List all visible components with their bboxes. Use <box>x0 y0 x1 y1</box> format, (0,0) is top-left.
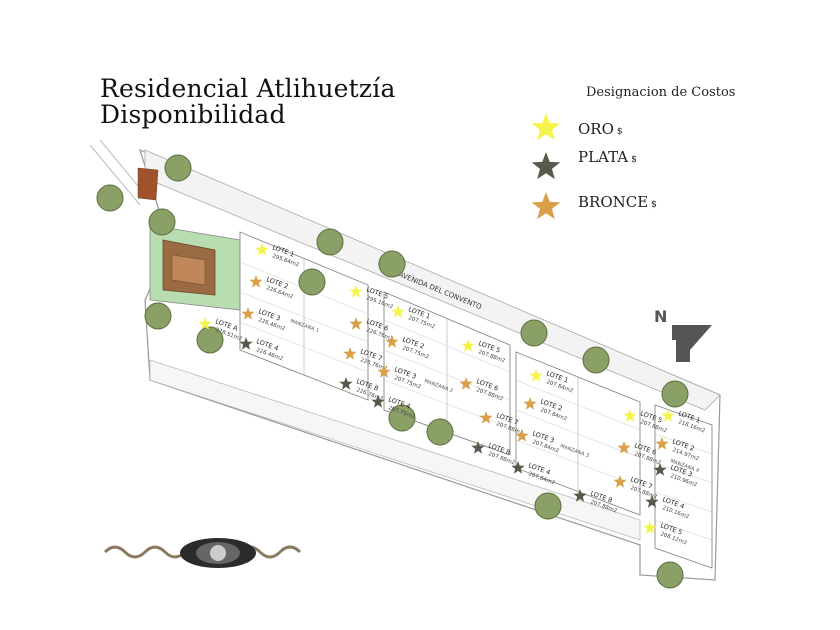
lot-star-icon <box>339 377 353 390</box>
lot-star-icon <box>523 397 537 410</box>
tree-icon <box>148 208 176 236</box>
manzana-2 <box>383 291 511 456</box>
lot-star-icon <box>371 395 385 408</box>
tree-icon <box>426 418 454 446</box>
gatehouse <box>137 167 159 201</box>
tree-icon <box>520 319 548 347</box>
legend-label-oro: ORO$ <box>578 120 623 138</box>
tree-icon <box>316 228 344 256</box>
lot-star-icon <box>643 521 657 534</box>
north-arrow: N <box>654 307 712 362</box>
lot-star-icon <box>661 409 675 422</box>
lot-star-icon <box>349 317 363 330</box>
developer-logo-ornament <box>103 538 302 568</box>
lot-star-icon <box>198 317 212 330</box>
lot-star-icon <box>255 243 269 256</box>
north-arrow-shape <box>672 325 712 362</box>
north-arrow-letter: N <box>654 307 667 326</box>
manzana-1 <box>239 231 369 401</box>
lot-star-icon <box>529 369 543 382</box>
lot-star-icon <box>573 489 587 502</box>
tree-icon <box>582 346 610 374</box>
lot-star-icon <box>239 337 253 350</box>
lot-star-icon <box>613 475 627 488</box>
tree-icon <box>96 184 124 212</box>
tree-icon <box>388 404 416 432</box>
legend-star-oro-icon <box>531 113 561 141</box>
lot-star-icon <box>461 339 475 352</box>
lot-star-icon <box>459 377 473 390</box>
tree-icon <box>164 154 192 182</box>
lot-star-icon <box>249 275 263 288</box>
lot-star-icon <box>653 463 667 476</box>
lot-star-icon <box>655 437 669 450</box>
lot-star-icon <box>385 335 399 348</box>
lot-star-icon <box>349 285 363 298</box>
legend-label-plata: PLATA$ <box>578 148 637 166</box>
legend-star-plata-icon <box>531 152 561 180</box>
legend-title: Designacion de Costos <box>586 85 736 100</box>
clubhouse-roof <box>171 254 206 286</box>
lot-star-icon <box>241 307 255 320</box>
lot-star-icon <box>515 429 529 442</box>
lot-star-icon <box>511 461 525 474</box>
lot-star-icon <box>617 441 631 454</box>
tree-icon <box>534 492 562 520</box>
lot-star-icon <box>377 365 391 378</box>
tree-icon <box>378 250 406 278</box>
lot-star-icon <box>645 495 659 508</box>
trees <box>96 154 689 589</box>
legend-star-bronce-icon <box>531 192 561 220</box>
tree-icon <box>656 561 684 589</box>
lot-star-icon <box>479 411 493 424</box>
legend-stars <box>531 113 561 220</box>
page-subtitle: Disponibilidad <box>100 100 286 129</box>
tree-icon <box>661 380 689 408</box>
lot-star-icon <box>343 347 357 360</box>
tree-icon <box>298 268 326 296</box>
lot-star-icon <box>623 409 637 422</box>
page-title: Residencial Atlihuetzía <box>100 74 396 103</box>
tree-icon <box>196 326 224 354</box>
legend-label-bronce: BRONCE$ <box>578 193 657 211</box>
lower-street <box>149 359 641 541</box>
tree-icon <box>144 302 172 330</box>
lot-star-icon <box>391 305 405 318</box>
lot-star-icon <box>471 441 485 454</box>
